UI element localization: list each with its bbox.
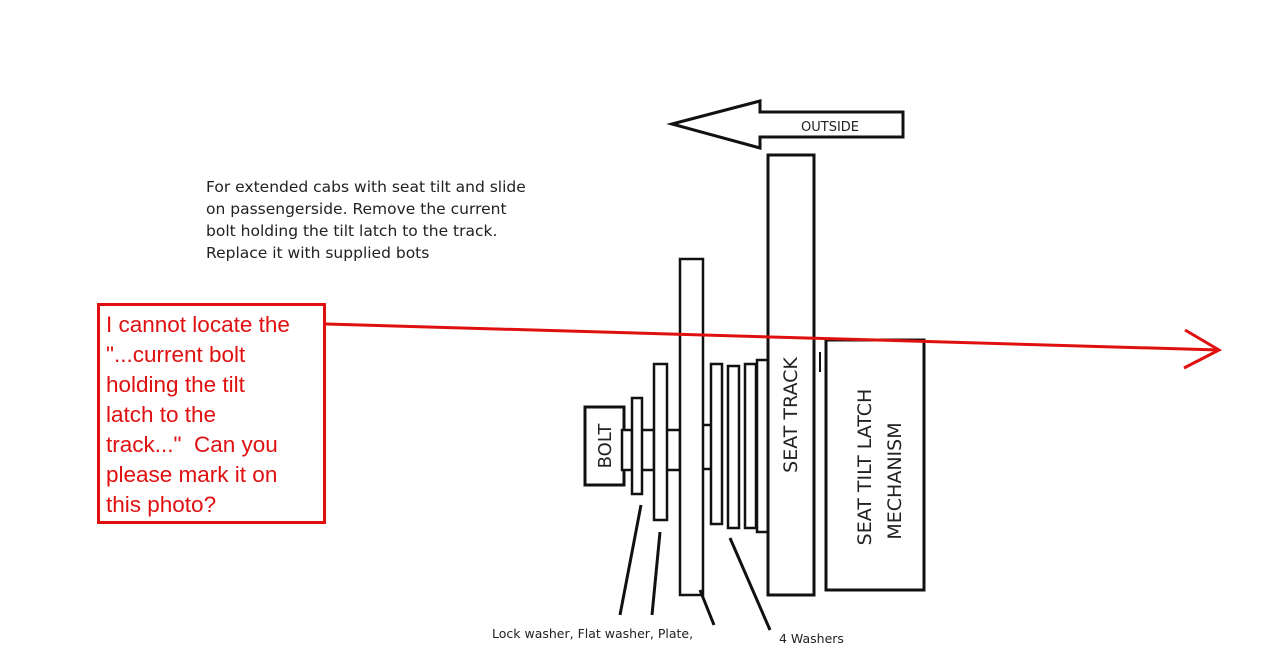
question-callout: I cannot locate the "...current bolt hol… [97,303,326,524]
question-line: track..." Can you [106,432,278,457]
leader-line [698,589,716,626]
latch-label-line1: SEAT TILT LATCH [854,389,876,546]
seat-track [766,153,816,597]
outside-arrow [666,99,905,150]
outside-label: OUTSIDE [801,120,859,135]
flat-washer [652,362,669,522]
bolt-head [583,405,626,487]
bolt-label: BOLT [595,423,616,469]
instruction-line: Replace it with supplied bots [206,244,430,262]
instruction-line: on passengerside. Remove the current [206,200,507,218]
leader-line [728,537,772,631]
annotation-arrow-line [325,322,1220,352]
bolt-shank [620,428,634,472]
washer [709,362,724,526]
instruction-line: For extended cabs with seat tilt and sli… [206,178,526,196]
question-line: latch to the [106,402,217,427]
washer [755,358,770,534]
instructions-text: For extended cabs with seat tilt and sli… [206,176,586,264]
annotation-arrow-head [1183,328,1223,370]
lock-washer [630,396,644,496]
washer [726,364,741,530]
parts-label: Lock washer, Flat washer, Plate, [492,626,693,641]
instruction-line: bolt holding the tilt latch to the track… [206,222,498,240]
question-line: this photo? [106,492,217,517]
seat-track-label: SEAT TRACK [780,357,802,473]
question-line: holding the tilt [106,372,245,397]
washers-label: 4 Washers [779,631,844,646]
question-line: please mark it on [106,462,278,487]
latch-mechanism [824,338,926,592]
latch-label-line2: MECHANISM [884,422,906,539]
question-line: "...current bolt [106,342,246,367]
washer [743,362,758,530]
question-line: I cannot locate the [106,312,290,337]
plate [678,257,705,597]
leader-line [618,504,643,616]
leader-line [650,531,662,616]
